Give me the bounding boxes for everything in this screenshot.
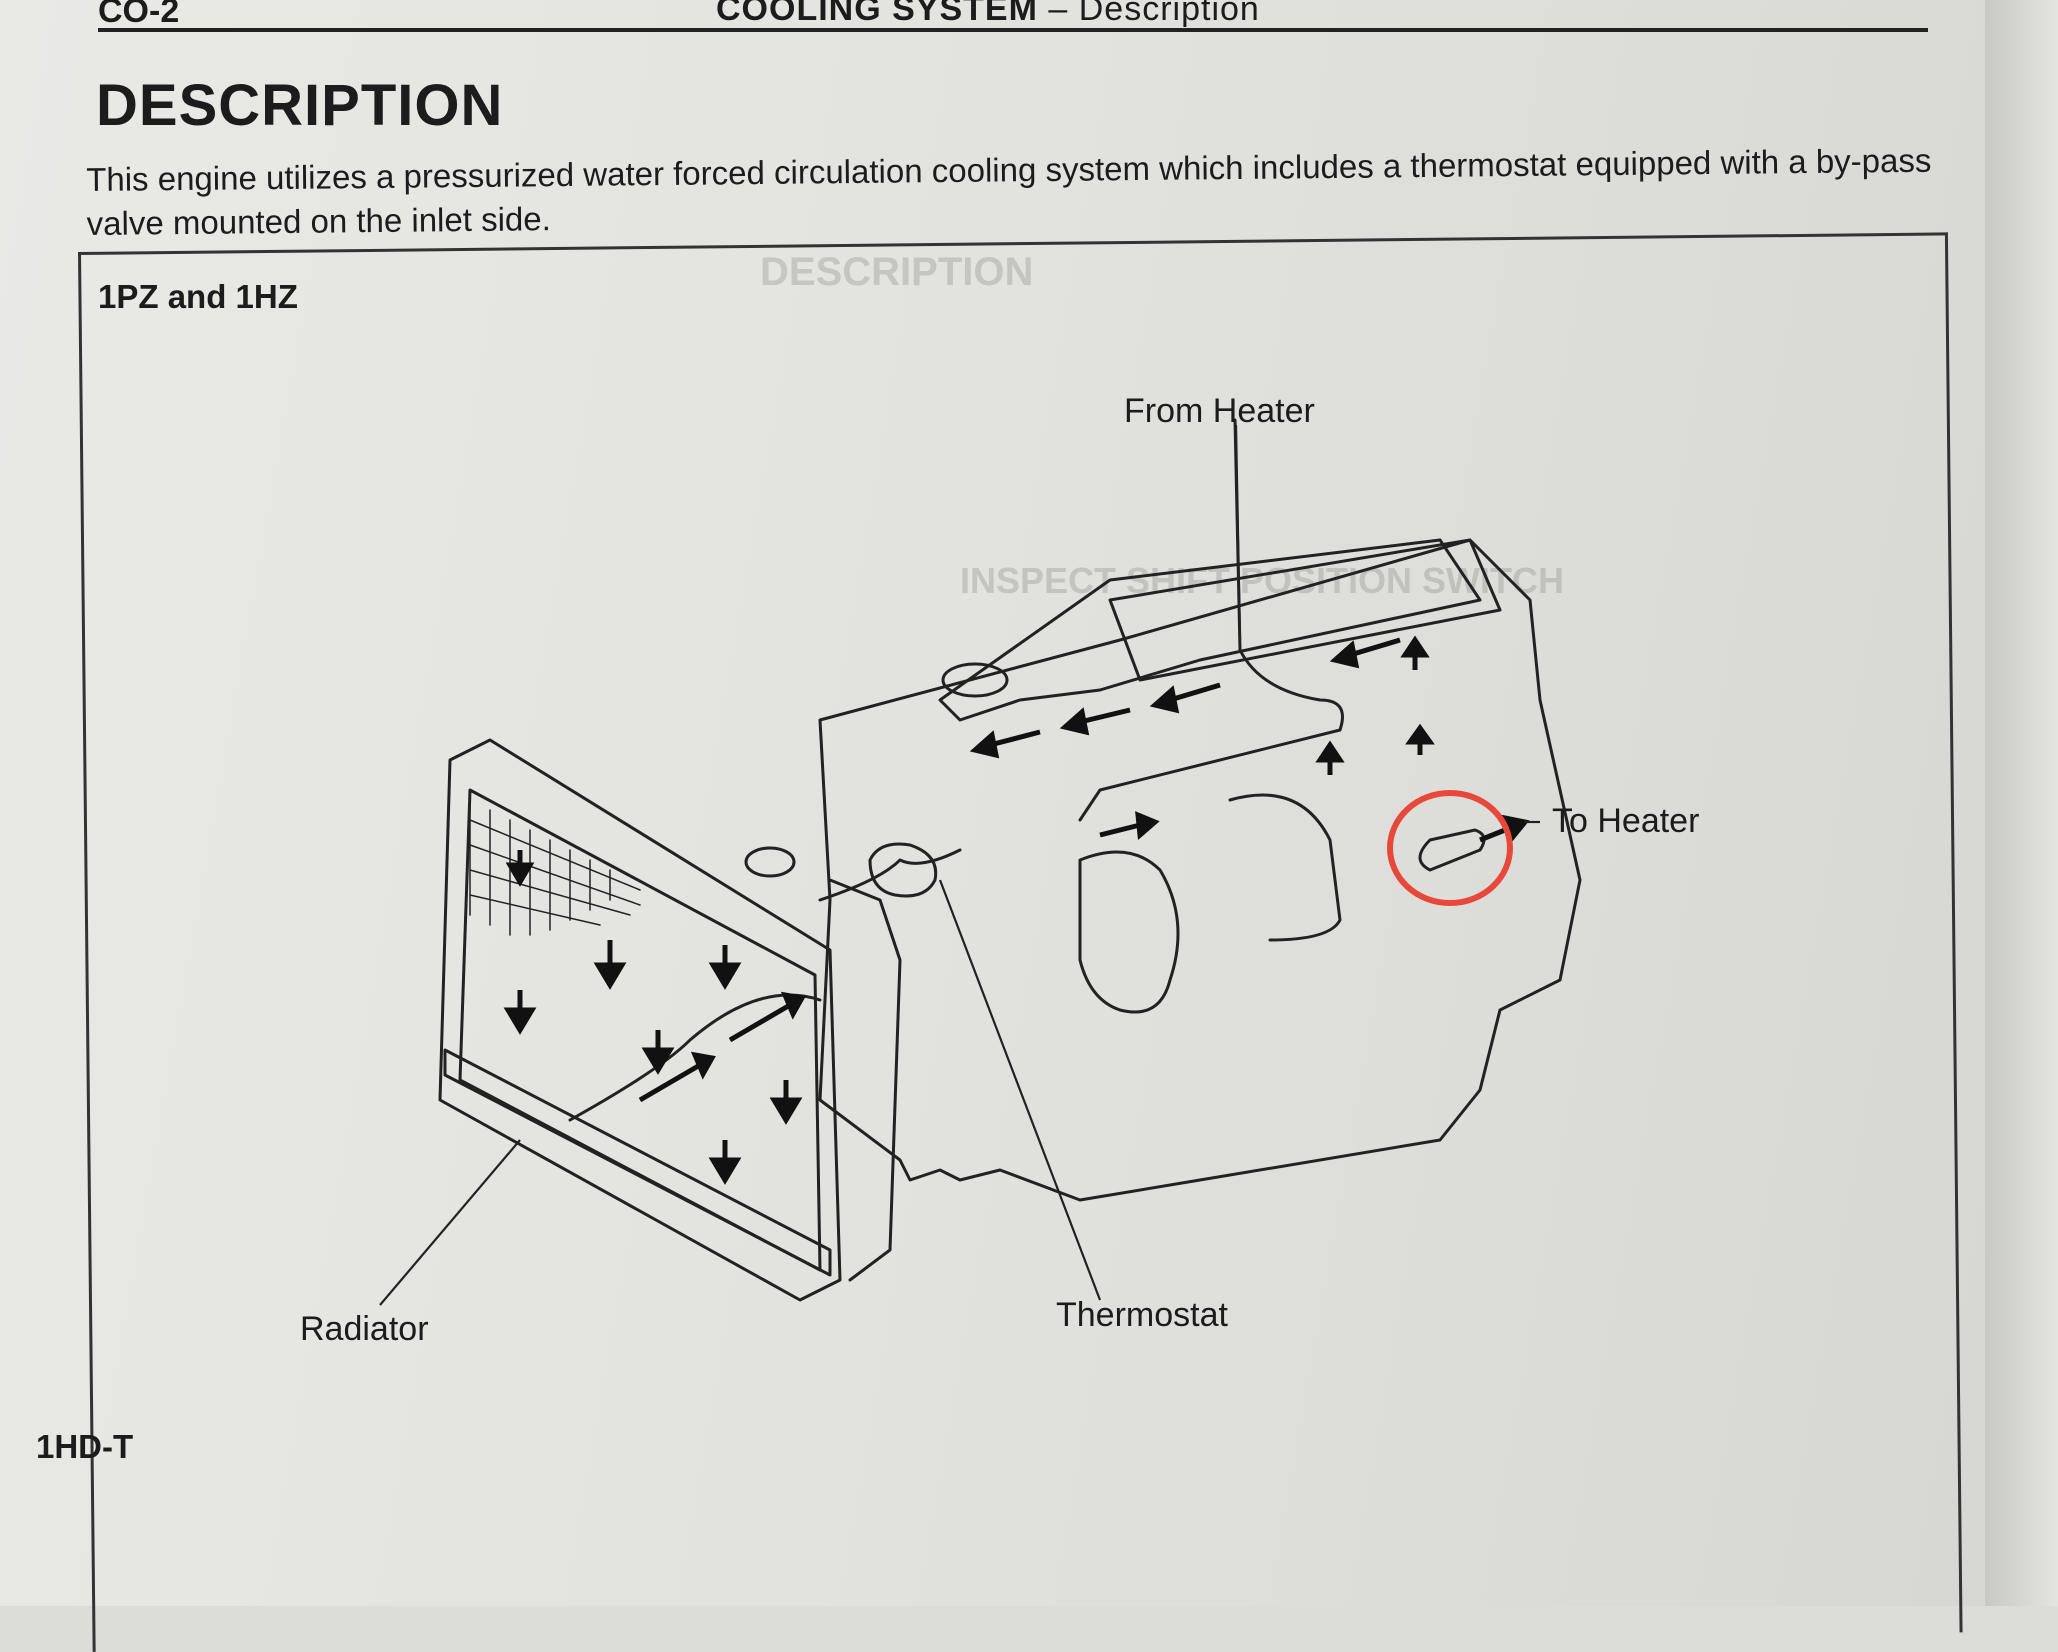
label-thermostat: Thermostat xyxy=(1056,1296,1228,1334)
radiator-frame xyxy=(438,738,842,1302)
adjacent-page-edge xyxy=(1985,0,2058,1606)
heater-outlet-fitting xyxy=(1418,828,1486,872)
up-arrow xyxy=(1405,723,1435,755)
down-arrow xyxy=(503,990,537,1035)
lower-radiator-hose xyxy=(568,993,822,1122)
cooling-system-diagram xyxy=(379,418,1582,1306)
label-from-heater: From Heater xyxy=(1124,392,1315,430)
label-radiator: Radiator xyxy=(300,1310,429,1348)
hose-arrow xyxy=(638,1051,716,1103)
down-arrow xyxy=(641,1030,675,1075)
radiator-grid xyxy=(469,799,641,936)
up-arrow xyxy=(1315,740,1345,775)
radiator-leader xyxy=(379,1139,521,1306)
section-name: COOLING SYSTEM xyxy=(716,0,1038,28)
water-pump xyxy=(1078,850,1180,1014)
subsection-name: Description xyxy=(1078,0,1260,28)
bypass-arrow xyxy=(1099,811,1160,841)
down-arrow xyxy=(708,945,742,990)
label-to-heater: To Heater xyxy=(1552,802,1700,840)
heater-hose-from xyxy=(1078,418,1344,822)
hose-arrow xyxy=(728,991,806,1043)
section-header: COOLING SYSTEM – Description xyxy=(716,0,1260,29)
from-heater-leader xyxy=(1234,424,1242,641)
cylinder-head-outline xyxy=(938,538,1482,722)
up-arrow xyxy=(1400,635,1430,670)
radiator-cap xyxy=(744,846,796,878)
thermostat-leader xyxy=(938,879,1102,1301)
engine-block-outline xyxy=(818,538,1582,1202)
head-arrow xyxy=(969,729,1041,759)
head-arrow xyxy=(1149,682,1221,714)
page-code: CO-2 xyxy=(98,0,180,30)
oil-filler-cap xyxy=(941,662,1009,698)
variant-label-bottom: 1HD-T xyxy=(36,1428,134,1465)
page-title: DESCRIPTION xyxy=(96,73,504,138)
radiator-lower-tank xyxy=(443,1048,832,1277)
head-arrow xyxy=(1329,637,1401,669)
head-arrow xyxy=(1059,707,1131,736)
header-rule xyxy=(98,28,1928,32)
header-separator: – xyxy=(1048,0,1069,28)
leader-lines xyxy=(379,424,1540,1306)
down-arrow xyxy=(593,940,627,990)
radiator-core-inner xyxy=(458,788,822,1272)
upper-radiator-hose xyxy=(818,848,962,902)
down-arrow xyxy=(505,850,535,887)
bypass-pipe xyxy=(1228,793,1342,942)
flow-arrows xyxy=(503,635,1530,1185)
highlight-circle xyxy=(1387,790,1513,906)
valve-cover-outline xyxy=(1108,538,1502,682)
thermostat-housing xyxy=(868,842,938,898)
down-arrow xyxy=(769,1080,803,1125)
down-arrow xyxy=(708,1140,742,1185)
fan-shroud xyxy=(828,878,902,1282)
variant-label-top: 1PZ and 1HZ xyxy=(98,278,298,315)
